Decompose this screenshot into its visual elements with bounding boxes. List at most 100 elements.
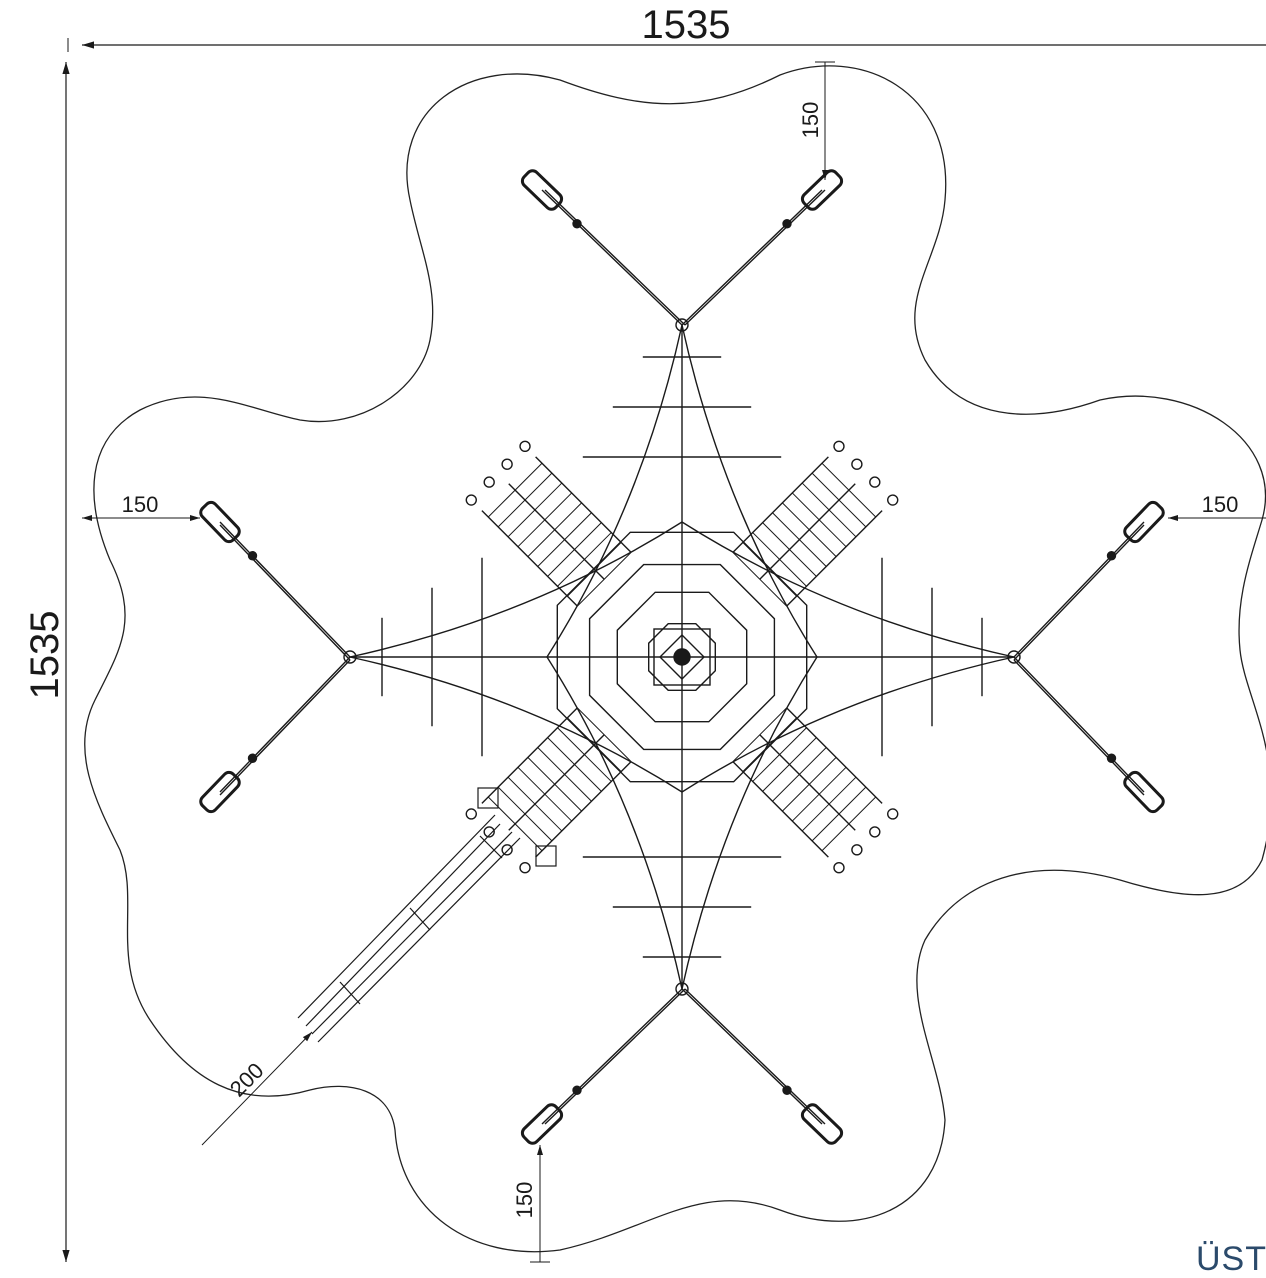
ladder-rung-2 — [801, 776, 857, 832]
anchor-plate-2-1 — [199, 770, 241, 814]
arm-tip-post-1 — [675, 982, 689, 996]
clearance-bottom-label: 150 — [512, 1182, 537, 1219]
safety-zone-outline — [84, 65, 1266, 1253]
ladder-rung-1 — [517, 492, 573, 548]
ladder-foot-2-1 — [869, 826, 881, 838]
ladder-rung-3 — [497, 786, 553, 842]
ladder-rail-b-3 — [535, 761, 632, 858]
ladder-rung-1 — [557, 532, 612, 587]
anchor-plate-1-1 — [800, 1103, 844, 1145]
guy-rope-double-3-0 — [1013, 524, 1145, 661]
anchor-plate-3-1 — [1123, 770, 1165, 814]
ladder-rung-3 — [517, 766, 573, 822]
guy-rope-double-2-1 — [219, 659, 351, 796]
anchor-plate-2-0 — [199, 500, 241, 544]
guy-rope-double-0-0 — [544, 189, 686, 326]
ladder-rung-0 — [811, 472, 867, 528]
ladder-foot-3-2 — [483, 826, 495, 838]
overall-width-label: 1535 — [642, 3, 731, 47]
guy-rope-double-1-1 — [684, 988, 826, 1125]
ladder-rung-1 — [576, 551, 632, 607]
octagon-ring-3 — [588, 563, 776, 751]
anchor-plate-3-0 — [1123, 500, 1165, 544]
clearance-left-label: 150 — [122, 492, 159, 517]
ladder-rail-a-1 — [535, 456, 632, 553]
ladder-rung-2 — [752, 727, 807, 782]
guy-rope-3-0 — [1013, 521, 1145, 658]
ladder-rail-a-0 — [786, 510, 883, 607]
rope-tensioner-0-1 — [782, 219, 792, 229]
guy-rope-1-1 — [681, 988, 823, 1125]
guy-rope-double-0-1 — [684, 189, 826, 326]
guy-rope-2-0 — [219, 521, 351, 658]
ladder-foot-2-0 — [887, 808, 899, 820]
ladder-rung-0 — [732, 551, 788, 607]
rope-tensioner-3-0 — [1106, 551, 1117, 561]
ladder-rail-b-2 — [786, 707, 883, 804]
ladder-foot-3-1 — [501, 844, 513, 856]
ladder-foot-1-3 — [519, 440, 531, 452]
ladder-rung-3 — [507, 776, 563, 832]
brand-logo-text: ÜST — [1196, 1240, 1266, 1278]
ladder-rung-3 — [557, 727, 612, 782]
ladder-foot-2-2 — [851, 844, 863, 856]
ladder-foot-0-3 — [887, 494, 899, 506]
ladder-foot-0-1 — [851, 458, 863, 470]
guy-rope-2-1 — [219, 656, 351, 793]
ladder-rung-3 — [576, 707, 632, 763]
ladder-rung-1 — [567, 542, 622, 597]
guy-rope-0-1 — [681, 189, 823, 326]
climbing-net-structure — [199, 169, 1165, 1145]
arm-tip-post-2 — [343, 650, 357, 664]
guy-rope-1-0 — [541, 988, 683, 1125]
ladder-rung-3 — [567, 717, 622, 772]
guy-rope-double-1-0 — [544, 988, 686, 1125]
ladder-rung-3 — [487, 796, 543, 852]
ladder-rung-0 — [801, 482, 857, 538]
slide — [297, 787, 557, 1043]
ladder-rung-3 — [537, 747, 592, 802]
ladder-foot-1-1 — [483, 476, 495, 488]
ladder-rung-1 — [527, 502, 582, 557]
overall-height-label: 1535 — [23, 611, 67, 700]
ladder-rung-3 — [547, 737, 602, 792]
ladder-rung-0 — [782, 502, 837, 557]
clearance-top-label: 150 — [798, 102, 823, 139]
anchor-plate-1-0 — [520, 1103, 564, 1145]
ladder-foot-0-2 — [869, 476, 881, 488]
ladder-rung-1 — [547, 522, 602, 577]
ladder-rung-0 — [791, 492, 847, 548]
octagon-ring-2 — [616, 591, 748, 723]
ladder-rung-0 — [762, 522, 817, 577]
ladder-rung-0 — [752, 532, 807, 587]
ladder-rung-2 — [821, 796, 877, 852]
rope-tensioner-2-0 — [247, 551, 258, 561]
ladder-rung-1 — [507, 482, 563, 538]
ladder-rung-2 — [811, 786, 867, 842]
arm-tip-post-3 — [1007, 650, 1021, 664]
ladder-mid-1 — [508, 483, 605, 580]
ladder-foot-1-0 — [465, 494, 477, 506]
ladder-foot-2-3 — [833, 862, 845, 874]
ladder-foot-3-0 — [519, 862, 531, 874]
guy-rope-3-1 — [1013, 656, 1145, 793]
rope-tensioner-0-0 — [572, 219, 582, 229]
ladder-rung-2 — [772, 747, 827, 802]
rope-tensioner-1-0 — [572, 1085, 582, 1095]
ladder-rung-1 — [537, 512, 592, 567]
ladder-rung-2 — [782, 757, 837, 812]
anchor-plate-0-1 — [800, 169, 844, 211]
ladder-foot-3-3 — [465, 808, 477, 820]
ladder-rail-b-1 — [481, 510, 578, 607]
ladder-foot-0-0 — [833, 440, 845, 452]
ladder-rung-2 — [762, 737, 817, 792]
anchor-plate-0-0 — [520, 169, 564, 211]
ladder-rung-1 — [497, 472, 553, 528]
ladder-rung-1 — [487, 462, 543, 518]
ladder-rail-a-3 — [481, 707, 578, 804]
arm-tip-post-0 — [675, 318, 689, 332]
ladder-mid-2 — [759, 734, 856, 831]
rope-tensioner-1-1 — [782, 1085, 792, 1095]
ladder-rung-2 — [791, 766, 847, 822]
